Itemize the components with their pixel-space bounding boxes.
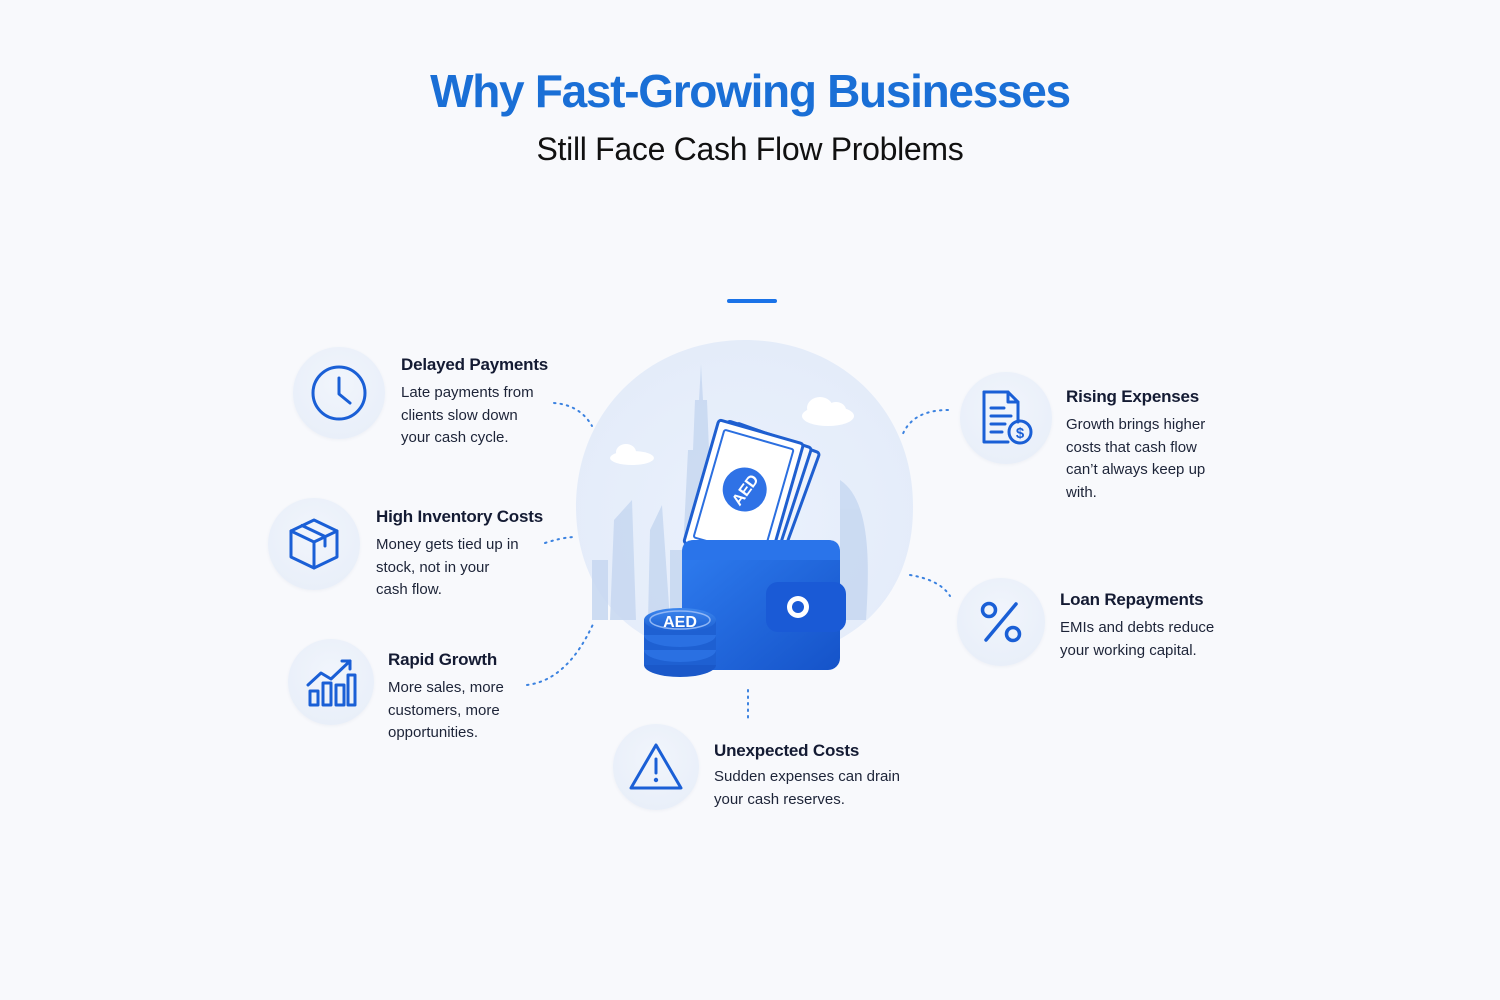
high-inventory-desc: Money gets tied up in stock, not in your…: [376, 536, 519, 598]
cash-bill-front: AED: [682, 418, 805, 568]
invoice-dollar-icon: $: [982, 390, 1033, 445]
high-inventory-title: High Inventory Costs: [376, 507, 543, 526]
percent-icon: [980, 601, 1022, 643]
box-icon: [289, 518, 339, 570]
city-wallet-art: AED AED: [575, 340, 914, 677]
loan-repayments-desc: EMIs and debts reduce your working capit…: [1060, 619, 1215, 659]
coin-currency-label: AED: [663, 614, 697, 631]
growth-chart-icon: [306, 659, 357, 707]
rising-expenses-desc: Growth brings higher costs that cash flo…: [1066, 416, 1206, 501]
rapid-growth-icon-circle: [288, 639, 374, 725]
delayed-payments-icon-circle: [293, 347, 385, 439]
wallet-illustration: AED AED: [570, 330, 920, 690]
high-inventory-icon-circle: [268, 498, 360, 590]
delayed-payments-desc: Late payments from clients slow down you…: [401, 384, 534, 446]
title-divider: [727, 299, 777, 303]
unexpected-costs-desc: Sudden expenses can drain your cash rese…: [714, 768, 900, 808]
coin-stack-icon: AED: [644, 608, 716, 677]
rapid-growth-desc: More sales, more customers, more opportu…: [388, 679, 504, 741]
cloud-icon: [610, 397, 854, 465]
loan-repayments-icon-circle: [957, 578, 1045, 666]
wallet-icon: [682, 540, 846, 670]
warning-icon: [629, 743, 683, 790]
rapid-growth-title: Rapid Growth: [388, 650, 498, 669]
page-title: Why Fast-Growing Businesses: [430, 65, 1071, 117]
unexpected-costs-icon-circle: [613, 724, 699, 810]
unexpected-costs-title: Unexpected Costs: [714, 741, 860, 760]
page-subtitle: Still Face Cash Flow Problems: [536, 131, 964, 167]
svg-text:$: $: [1016, 425, 1025, 442]
delayed-payments-title: Delayed Payments: [401, 355, 549, 374]
clock-icon: [311, 365, 367, 421]
rising-expenses-title: Rising Expenses: [1066, 387, 1200, 406]
loan-repayments-title: Loan Repayments: [1060, 590, 1204, 609]
connector-high-inventory: [544, 536, 574, 544]
rising-expenses-icon-circle: $: [960, 372, 1052, 464]
